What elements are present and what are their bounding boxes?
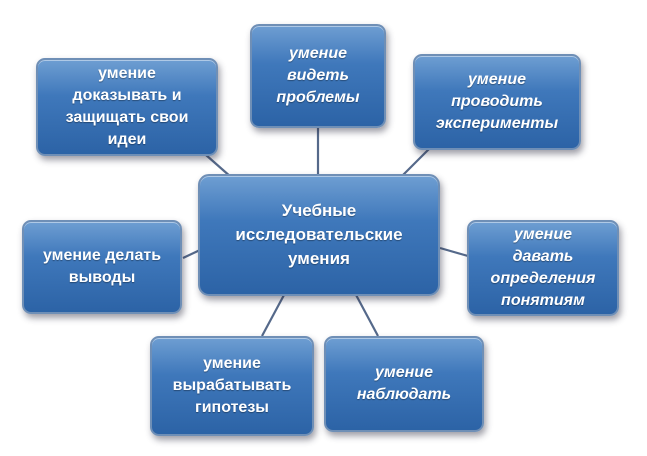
skill-node-observe: умение наблюдать <box>324 336 484 432</box>
connector-hypotheses <box>261 294 285 337</box>
skill-node-definitions: умение давать определения понятиям <box>467 220 619 316</box>
skill-label: умение проводить эксперименты <box>435 71 559 132</box>
center-node: Учебные исследовательские умения <box>198 174 440 296</box>
center-label: Учебные исследовательские умения <box>235 201 403 268</box>
connector-definitions <box>439 246 469 258</box>
skill-label: умение вырабатывать гипотезы <box>172 355 292 416</box>
skill-label: умение наблюдать <box>356 364 452 403</box>
skill-node-hypotheses: умение вырабатывать гипотезы <box>150 336 314 436</box>
connector-experiments <box>399 147 431 179</box>
skill-node-experiments: умение проводить эксперименты <box>413 54 581 150</box>
connector-observe <box>354 292 379 337</box>
skill-label: умение видеть проблемы <box>276 45 360 106</box>
skill-node-prove-ideas: умение доказывать и защищать свои идеи <box>36 58 218 156</box>
skill-label: умение давать определения понятиям <box>490 226 596 309</box>
skill-label: умение доказывать и защищать свои идеи <box>65 65 189 148</box>
skill-label: умение делать выводы <box>42 247 162 286</box>
skill-node-see-problems: умение видеть проблемы <box>250 24 386 128</box>
skill-node-conclusions: умение делать выводы <box>22 220 182 314</box>
connector-conclusions <box>182 249 201 259</box>
